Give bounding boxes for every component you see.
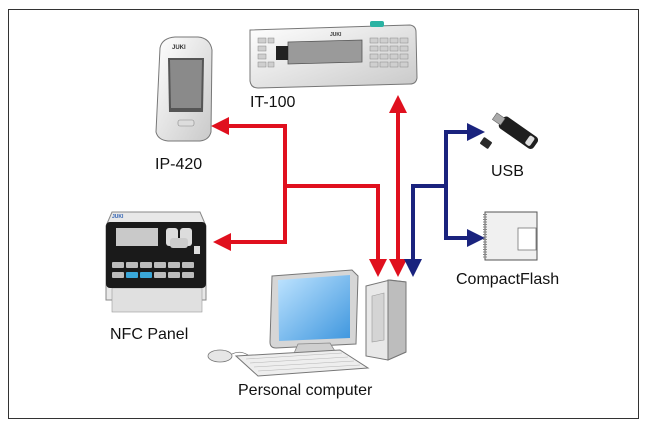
arrow-ip420	[211, 117, 287, 251]
personal-computer-label: Personal computer	[238, 382, 373, 399]
compactflash-card	[483, 211, 538, 261]
arrow-usb	[444, 123, 485, 186]
it100-brand-mark: JUKI	[330, 32, 342, 38]
ip420-device: JUKI	[155, 36, 213, 142]
nfc-panel-label: NFC Panel	[110, 326, 189, 343]
usb-stick	[480, 112, 539, 149]
ip420-brand-mark: JUKI	[172, 45, 186, 51]
compactflash-label: CompactFlash	[456, 271, 560, 288]
personal-computer	[207, 269, 407, 377]
arrow-pc-red	[285, 184, 387, 277]
blue-connections	[404, 123, 485, 277]
it100-label: IT-100	[250, 94, 296, 111]
arrow-cf	[444, 186, 485, 247]
arrow-pc-blue	[404, 184, 446, 277]
it100-device: JUKI	[249, 21, 418, 89]
red-connections	[211, 95, 407, 277]
usb-label: USB	[491, 163, 524, 180]
nfc-panel-device: JUKI	[105, 211, 207, 313]
nfc-brand-mark: JUKI	[112, 214, 124, 220]
ip420-label: IP-420	[155, 156, 203, 173]
